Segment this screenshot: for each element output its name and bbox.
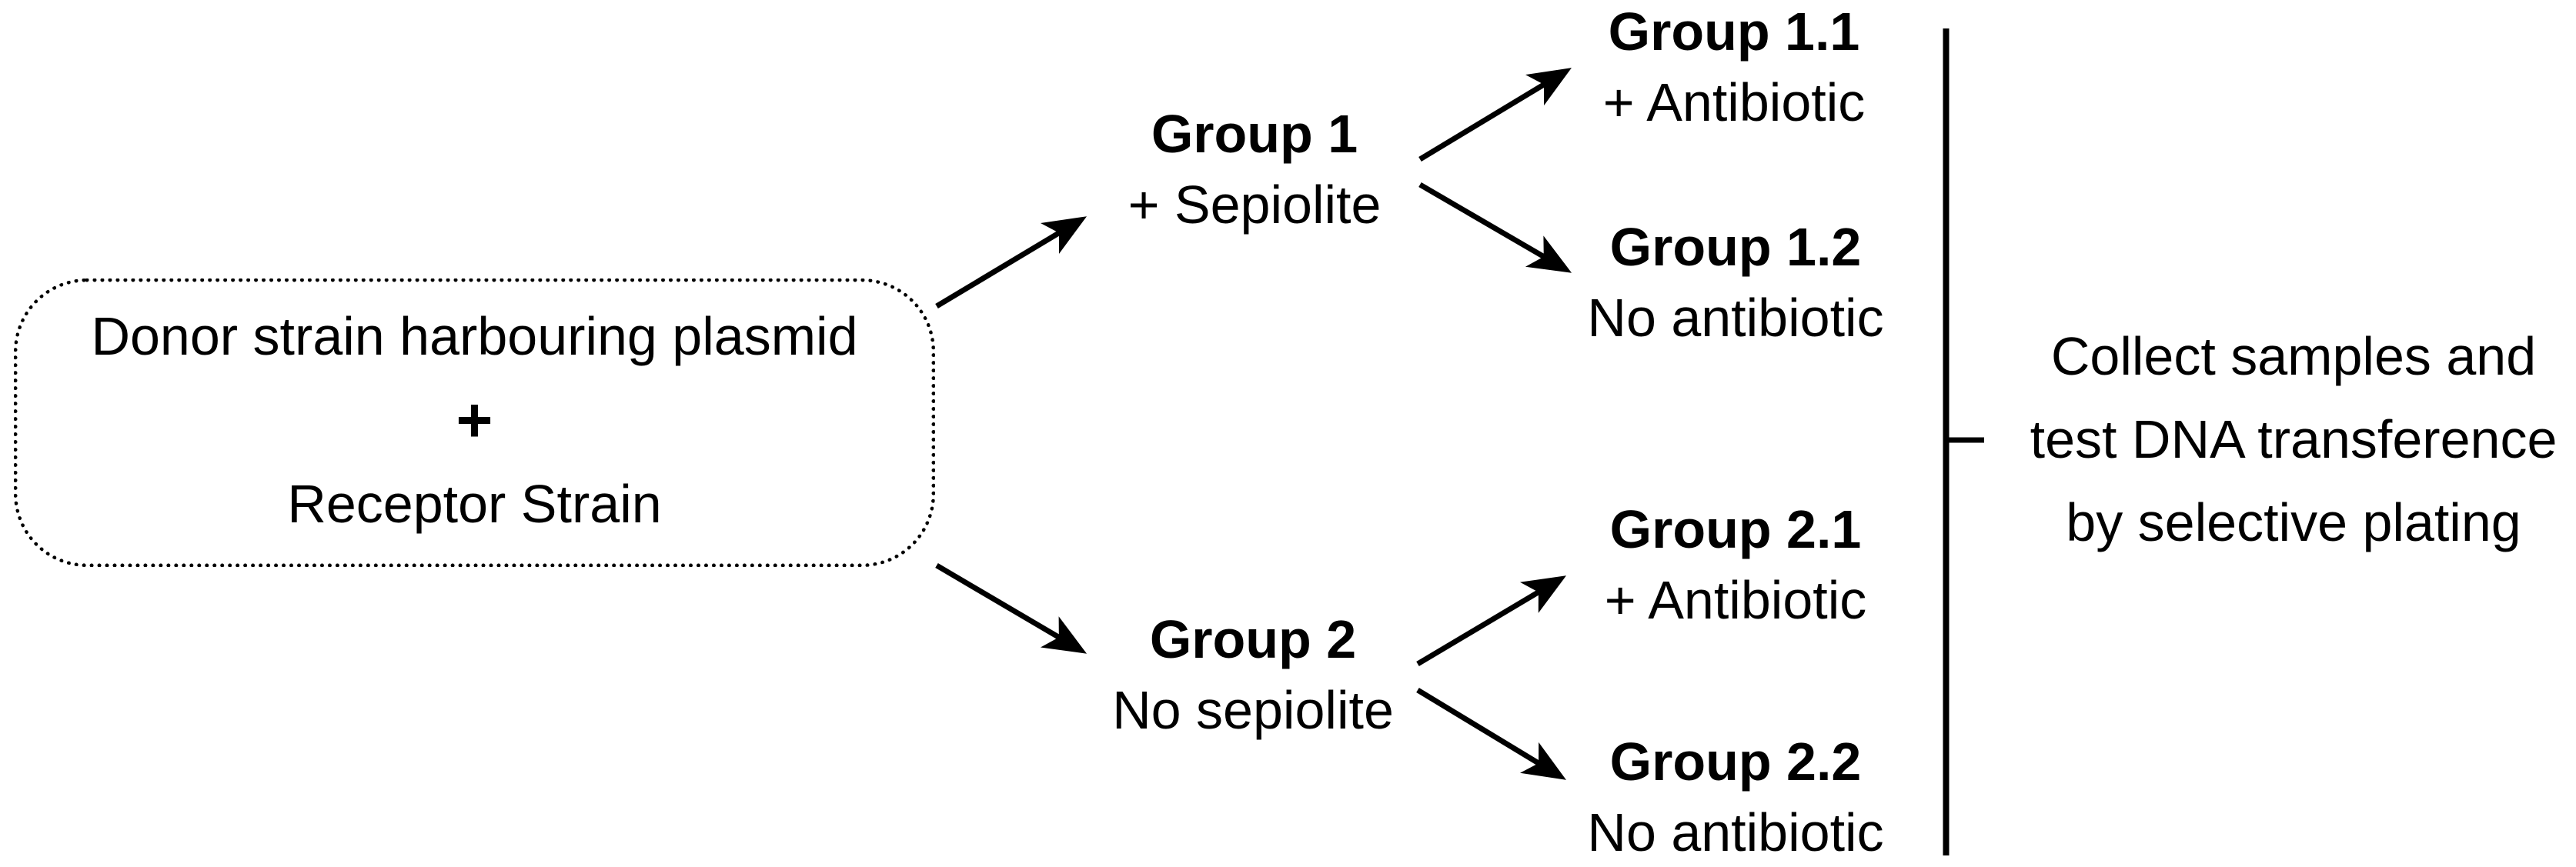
group2-2-condition: No antibiotic [1587,802,1884,862]
arrow-box-to-group1 [935,216,1088,309]
group1-condition: + Sepiolite [1128,175,1382,235]
outcome-note-line2: test DNA transference [2030,409,2558,469]
outcome-note-line3: by selective plating [2066,492,2521,552]
arrow-box-to-group2 [935,562,1088,654]
group1-1-title: Group 1.1 [1608,2,1860,62]
outcome-note-line1: Collect samples and [2050,326,2537,386]
outcome-note: Collect samples and test DNA transferenc… [2030,315,2558,564]
arrow-group2-to-group21 [1416,575,1567,667]
node-group1-1: Group 1.1 + Antibiotic [1603,0,1866,138]
plus-operator: + [456,385,493,455]
group2-condition: No sepiolite [1112,680,1394,740]
node-group2-2: Group 2.2 No antibiotic [1587,726,1883,867]
group2-1-condition: + Antibiotic [1604,570,1867,630]
node-group2-1: Group 2.1 + Antibiotic [1605,494,1867,635]
arrow-group1-to-group12 [1418,182,1572,273]
node-group1: Group 1 + Sepiolite [1128,98,1382,240]
group2-title: Group 2 [1149,609,1357,669]
group2-2-title: Group 2.2 [1609,732,1862,792]
source-box-line1: Donor strain harbouring plasmid [91,306,858,366]
source-box-line2: Receptor Strain [287,474,662,534]
arrow-group1-to-group11 [1418,68,1572,162]
group1-title: Group 1 [1151,104,1358,164]
source-box: Donor strain harbouring plasmid + Recept… [14,278,935,567]
arrow-group2-to-group22 [1416,688,1566,780]
node-group2: Group 2 No sepiolite [1112,604,1394,745]
node-group1-2: Group 1.2 No antibiotic [1587,212,1883,353]
group1-2-title: Group 1.2 [1609,217,1862,277]
group2-1-title: Group 2.1 [1609,499,1862,559]
group1-2-condition: No antibiotic [1587,288,1884,348]
group1-1-condition: + Antibiotic [1602,72,1866,132]
